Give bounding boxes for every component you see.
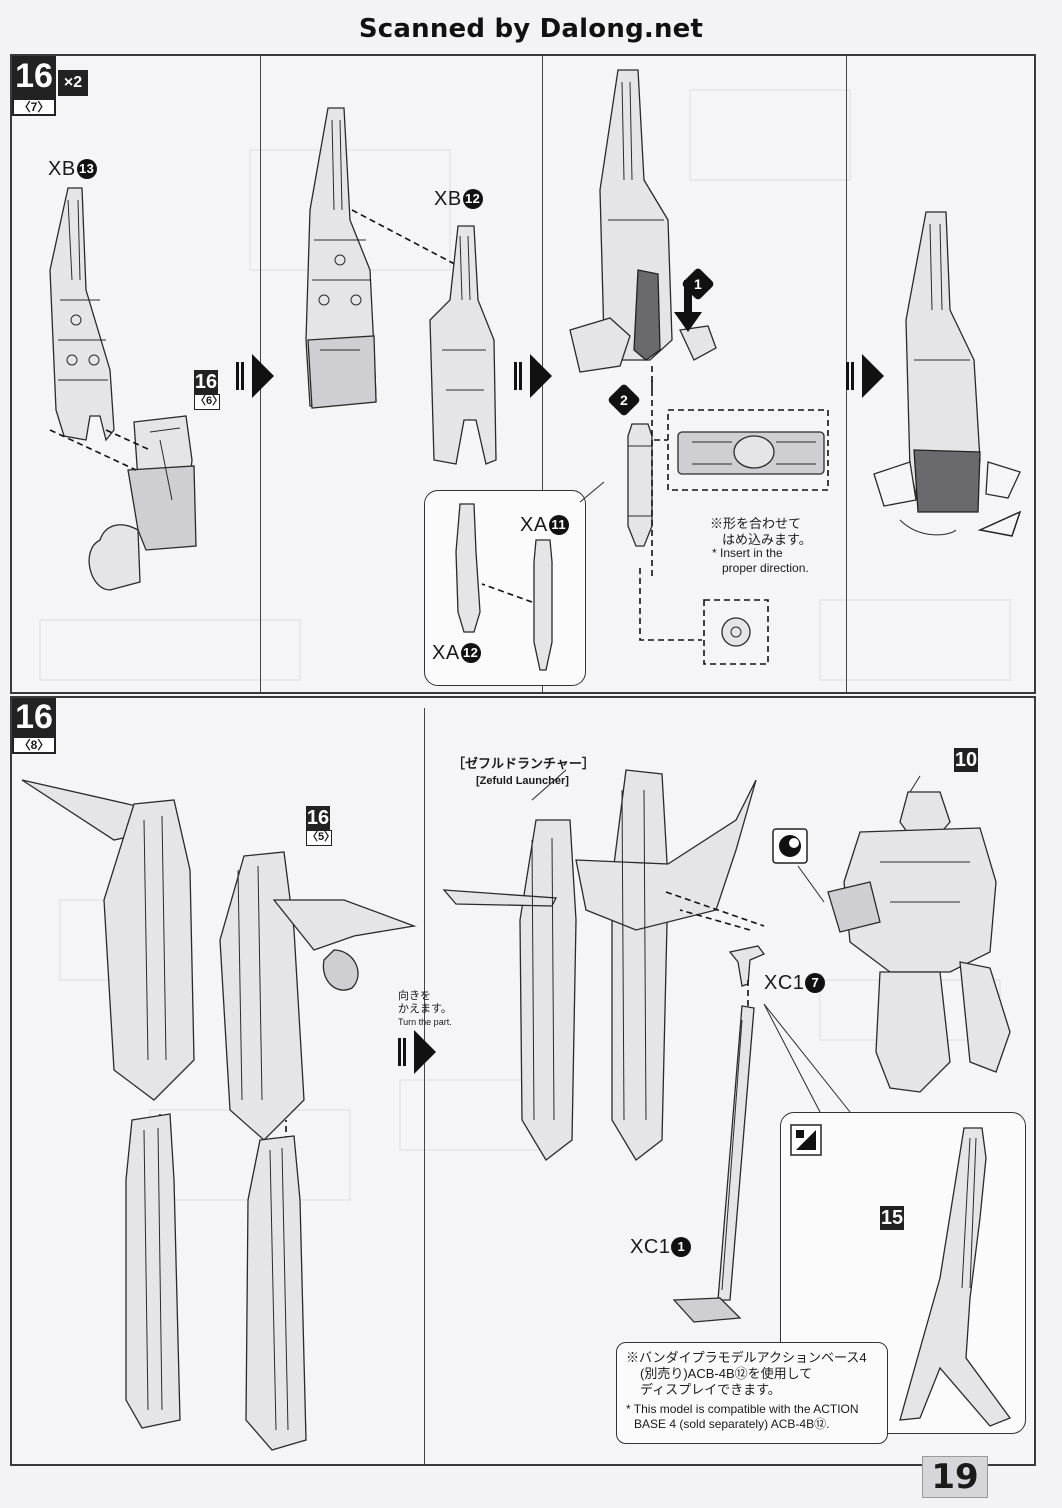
ref-step-16-sub: 〈5〉 — [306, 830, 335, 846]
launcher-name-jp: ［ゼフルドランチャー］ — [452, 756, 595, 771]
step-arrow-tail — [398, 1038, 408, 1066]
xa-parts-illustration — [455, 481, 605, 671]
ref-step-16: 16 — [194, 370, 218, 394]
xb13-part-illustration — [49, 187, 197, 591]
dot-circle-icon — [772, 828, 808, 864]
stand-icon — [790, 1124, 822, 1156]
arrow-right-icon — [862, 354, 884, 398]
note-box-action-base — [616, 1342, 888, 1444]
completed-part-illustration — [873, 211, 1022, 537]
turn-part-note: 向きを かえます。 Turn the part. — [398, 990, 452, 1027]
connector-dashed — [639, 568, 702, 641]
step-sub-number: 〈7〉 — [12, 98, 56, 116]
assembly-illustration — [569, 69, 717, 390]
inset-pointer-lines — [763, 1003, 851, 1113]
step-arrow-tail — [514, 362, 524, 390]
arrow-right-icon — [252, 354, 274, 398]
launcher-rear-illustration — [442, 769, 765, 1161]
multiplier-badge: ×2 — [58, 70, 88, 96]
ref-step-10: 10 — [954, 748, 978, 772]
page-number: 19 — [922, 1456, 988, 1498]
ref-step-16-sub: 〈6〉 — [194, 394, 223, 410]
note-action-base-en: * This model is compatible with the ACTI… — [626, 1402, 859, 1431]
pin-part-illustration — [627, 423, 653, 547]
detail-pin-tip-illustration — [703, 599, 769, 665]
xc1-7-part-illustration — [728, 945, 766, 987]
ref-step-16: 16 — [306, 806, 330, 830]
scan-watermark-label: Scanned by Dalong.net — [358, 14, 704, 44]
connector-line — [797, 865, 825, 903]
column-divider — [424, 708, 425, 1464]
ref-step-15: 15 — [880, 1206, 904, 1230]
launcher-name-en: [Zefuld Launcher] — [476, 775, 569, 787]
arrow-right-icon — [414, 1030, 436, 1074]
xc1-1-stand-illustration — [672, 1005, 755, 1323]
note-insert-jp: ※形を合わせてはめ込みます。 — [710, 516, 812, 547]
step-arrow-tail — [236, 362, 246, 390]
launcher-assembly-illustration — [21, 779, 417, 1451]
step-arrow-tail — [846, 362, 856, 390]
note-action-base-jp: ※バンダイプラモデルアクションベース4 (別売り)ACB-4B⑫を使用して ディ… — [626, 1350, 867, 1397]
detail-socket-illustration — [677, 431, 825, 475]
step-sub-number: 〈8〉 — [12, 736, 56, 754]
step-number-badge: 16 — [12, 56, 56, 100]
gundam-figure-illustration — [827, 775, 1011, 1093]
combined-part-illustration — [305, 107, 467, 409]
step-number-badge: 16 — [12, 698, 56, 738]
detail-inset-dashed — [651, 380, 829, 580]
xb12-part-illustration — [429, 225, 497, 465]
arrow-right-icon — [530, 354, 552, 398]
stand-closeup-illustration — [899, 1127, 1012, 1427]
